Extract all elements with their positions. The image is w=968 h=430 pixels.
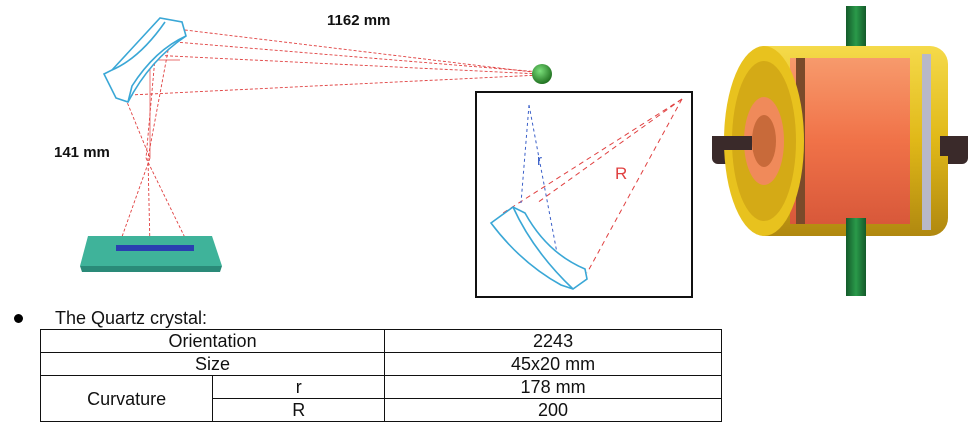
label-r: r — [537, 152, 542, 169]
r-value: 178 mm — [384, 375, 722, 399]
curvature-label: Curvature — [39, 375, 214, 422]
detector — [80, 236, 222, 272]
vertical-rod-bottom — [846, 218, 866, 296]
label-R: R — [615, 164, 627, 183]
inset-crystal — [489, 206, 588, 290]
curvature-sketch: r R — [489, 98, 683, 290]
size-label: Size — [39, 352, 386, 376]
label-1162mm: 1162 mm — [327, 12, 391, 29]
source-ball — [532, 64, 552, 84]
R-value: 200 — [384, 398, 722, 422]
bent-crystal — [102, 17, 187, 103]
r-label: r — [212, 375, 386, 399]
table-row: R 200 — [41, 398, 722, 422]
coil-assembly — [712, 6, 968, 296]
ray-guide-lines — [149, 59, 180, 158]
bullet-icon — [14, 314, 23, 323]
x-ray-paths — [117, 26, 541, 249]
curvature-inset: r R — [475, 91, 693, 298]
crystal-heading: The Quartz crystal: — [55, 308, 208, 328]
orientation-label: Orientation — [39, 329, 386, 353]
R-label: R — [212, 398, 386, 422]
crystal-heading-row: The Quartz crystal: — [14, 308, 207, 329]
size-value: 45x20 mm — [384, 352, 722, 376]
crystal-properties-table: Orientation 2243 Size 45x20 mm Curvature… — [39, 329, 722, 422]
table-row: Size 45x20 mm — [39, 352, 722, 376]
table-row: Orientation 2243 — [39, 329, 722, 353]
orientation-value: 2243 — [384, 329, 722, 353]
table-row: Curvature r 178 mm — [39, 375, 722, 422]
label-141mm: 141 mm — [54, 144, 110, 161]
